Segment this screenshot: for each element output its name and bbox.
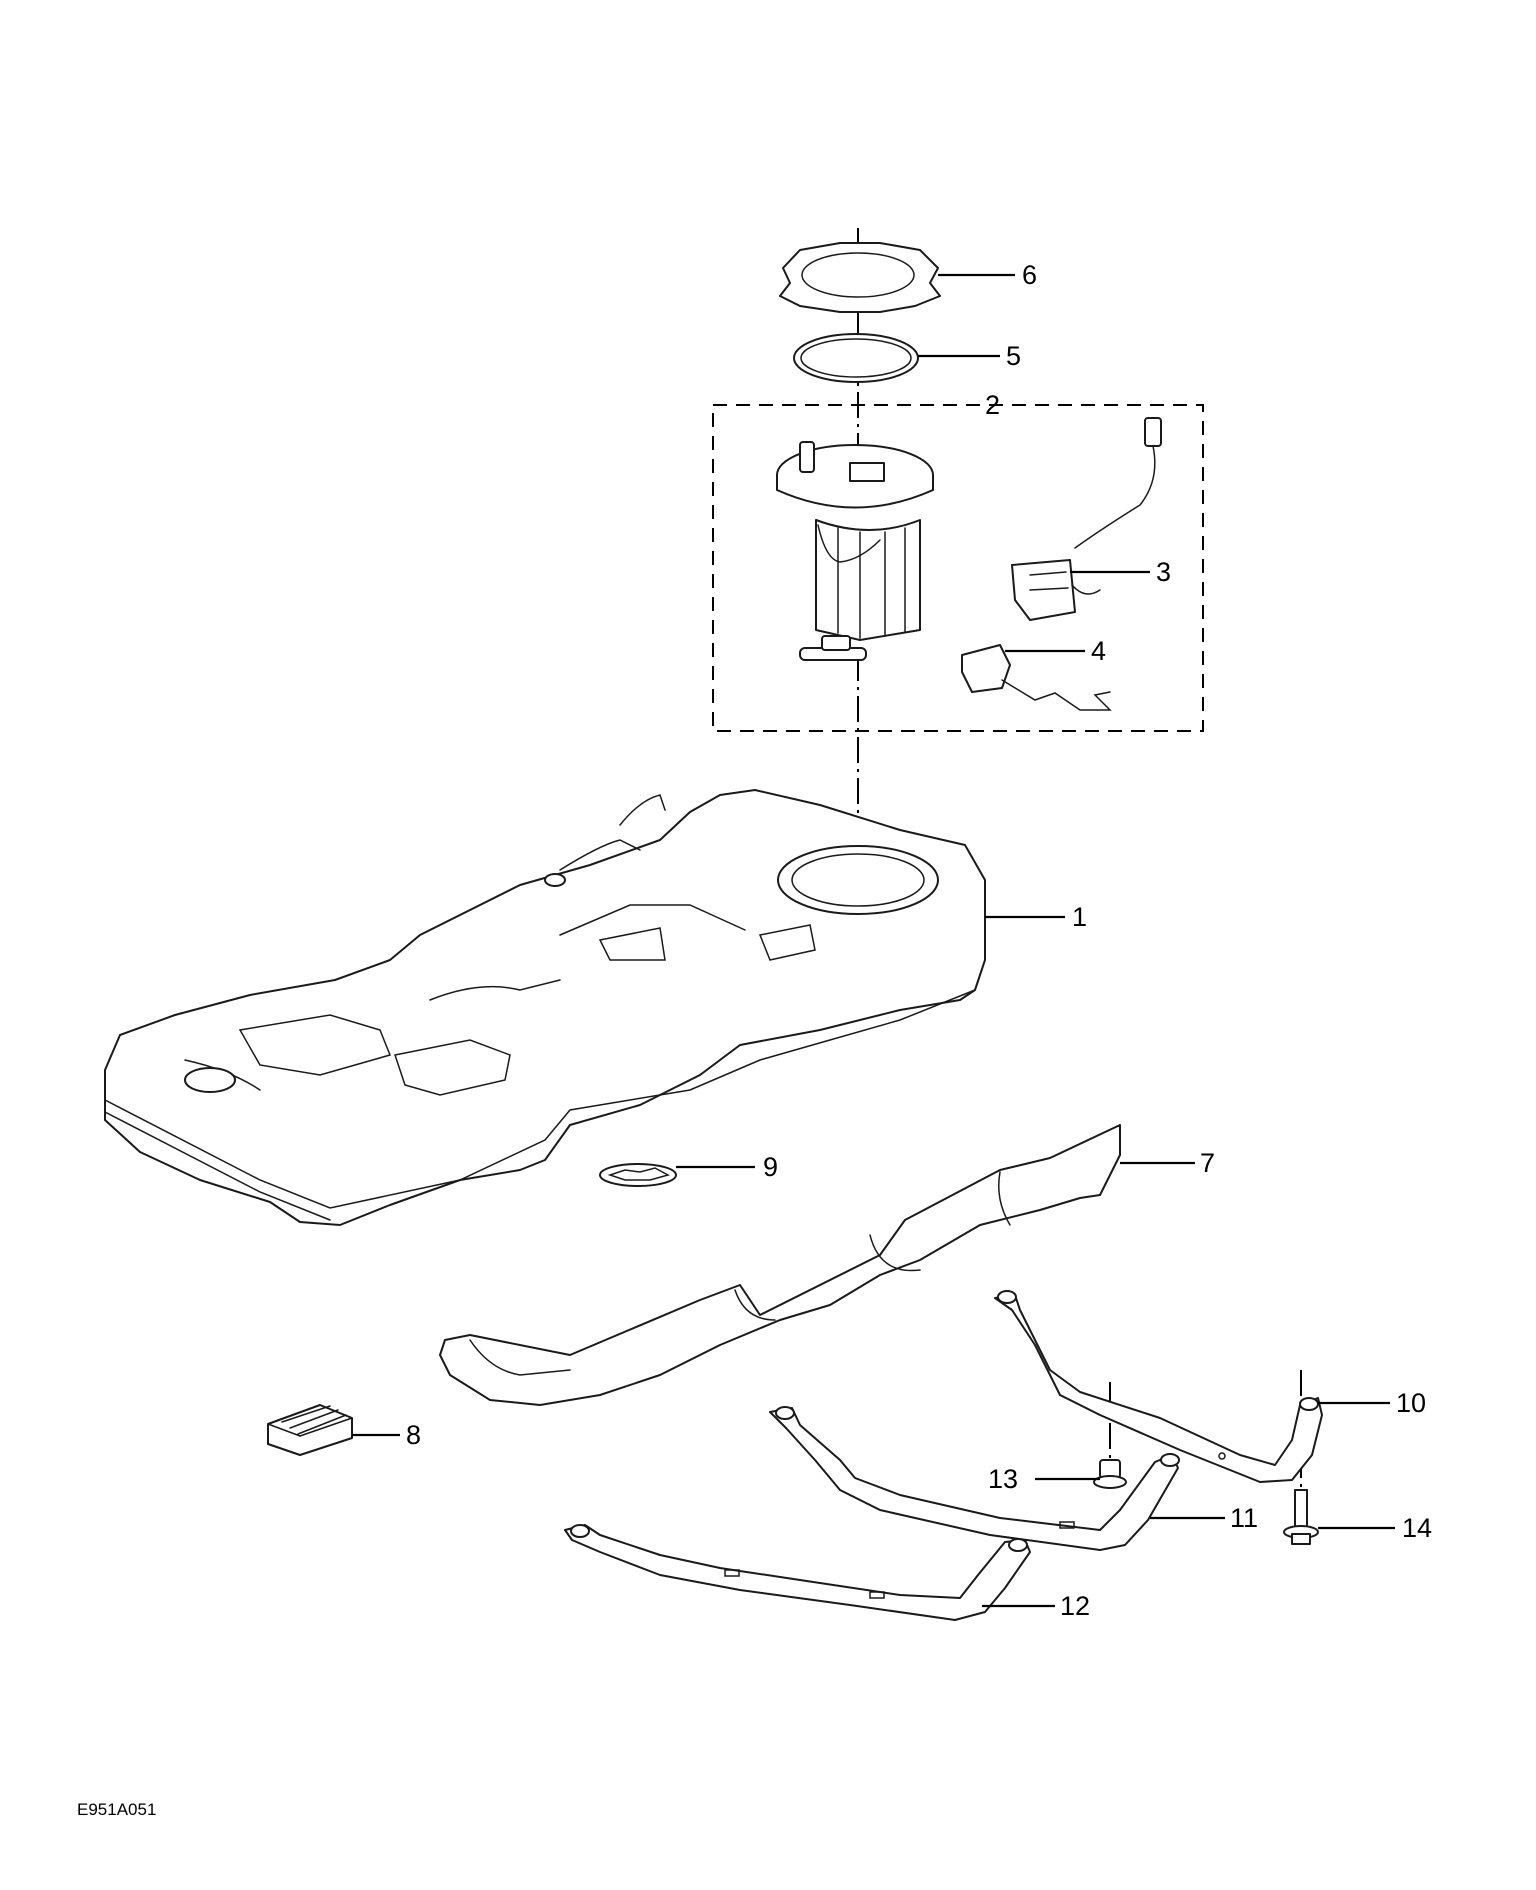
callout-10: 10 xyxy=(1396,1388,1426,1418)
callout-3: 3 xyxy=(1156,557,1171,587)
strap-12 xyxy=(564,1524,1031,1621)
fuel-tank xyxy=(104,789,986,1226)
insulator-pad xyxy=(267,1404,353,1456)
fuel-pump-module xyxy=(776,441,934,661)
callout-5: 5 xyxy=(1006,341,1021,371)
strap-10 xyxy=(994,1290,1323,1483)
pad-washer xyxy=(599,1163,677,1187)
bolt-13 xyxy=(1093,1459,1127,1489)
callout-7: 7 xyxy=(1200,1148,1215,1178)
callout-4: 4 xyxy=(1091,636,1106,666)
fuel-level-sender xyxy=(1011,417,1162,621)
float-arm xyxy=(961,644,1112,711)
locking-ring xyxy=(779,242,941,313)
fuel-pump-module-group-box xyxy=(712,404,1204,732)
callout-6: 6 xyxy=(1022,260,1037,290)
callout-11: 11 xyxy=(1230,1503,1258,1533)
strap-11 xyxy=(769,1406,1180,1551)
callout-8: 8 xyxy=(406,1420,421,1450)
seal-ring xyxy=(793,333,919,383)
callout-14: 14 xyxy=(1402,1513,1432,1543)
callout-1: 1 xyxy=(1072,902,1087,932)
callout-13: 13 xyxy=(988,1464,1018,1494)
heat-shield xyxy=(439,1124,1121,1406)
callout-12: 12 xyxy=(1060,1591,1090,1621)
diagram-code: E951A051 xyxy=(77,1800,156,1819)
callout-2: 2 xyxy=(985,390,1000,420)
bolt-14 xyxy=(1283,1489,1319,1545)
callout-9: 9 xyxy=(763,1152,778,1182)
